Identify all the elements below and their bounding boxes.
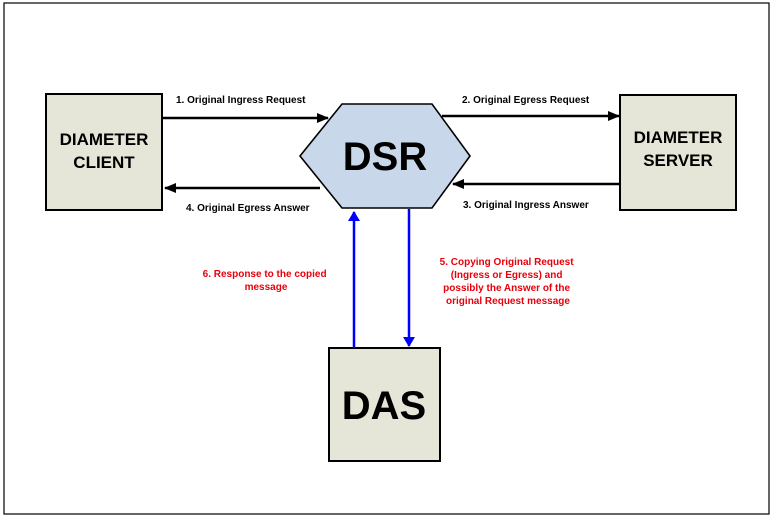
label-copying-line-1: 5. Copying Original Request	[440, 257, 575, 268]
diameter-client-node: DIAMETER CLIENT	[45, 93, 163, 211]
das-node: DAS	[328, 347, 441, 462]
label-copying-original-request: 5. Copying Original Request (Ingress or …	[440, 257, 577, 307]
diameter-server-label-line1: DIAMETER	[634, 128, 723, 147]
diameter-client-label-line2: CLIENT	[73, 153, 135, 172]
label-original-ingress-answer: 3. Original Ingress Answer	[463, 200, 589, 211]
label-copying-line-3: possibly the Answer of the	[443, 283, 570, 294]
das-label: DAS	[342, 384, 426, 428]
dsr-node: DSR	[298, 103, 471, 209]
label-response-line-1: 6. Response to the copied	[203, 269, 327, 280]
diameter-server-node: DIAMETER SERVER	[619, 94, 737, 211]
diameter-server-label-line2: SERVER	[643, 151, 713, 170]
label-copying-line-2: (Ingress or Egress) and	[451, 270, 563, 281]
label-original-egress-request: 2. Original Egress Request	[462, 95, 590, 106]
label-response-line-2: message	[245, 282, 288, 293]
label-response-to-copied-message: 6. Response to the copied message	[203, 269, 330, 293]
diameter-client-label-line1: DIAMETER	[60, 130, 149, 149]
label-original-egress-answer: 4. Original Egress Answer	[186, 203, 310, 214]
label-copying-line-4: original Request message	[446, 296, 570, 307]
dsr-label: DSR	[343, 135, 428, 179]
label-original-ingress-request: 1. Original Ingress Request	[176, 95, 306, 106]
